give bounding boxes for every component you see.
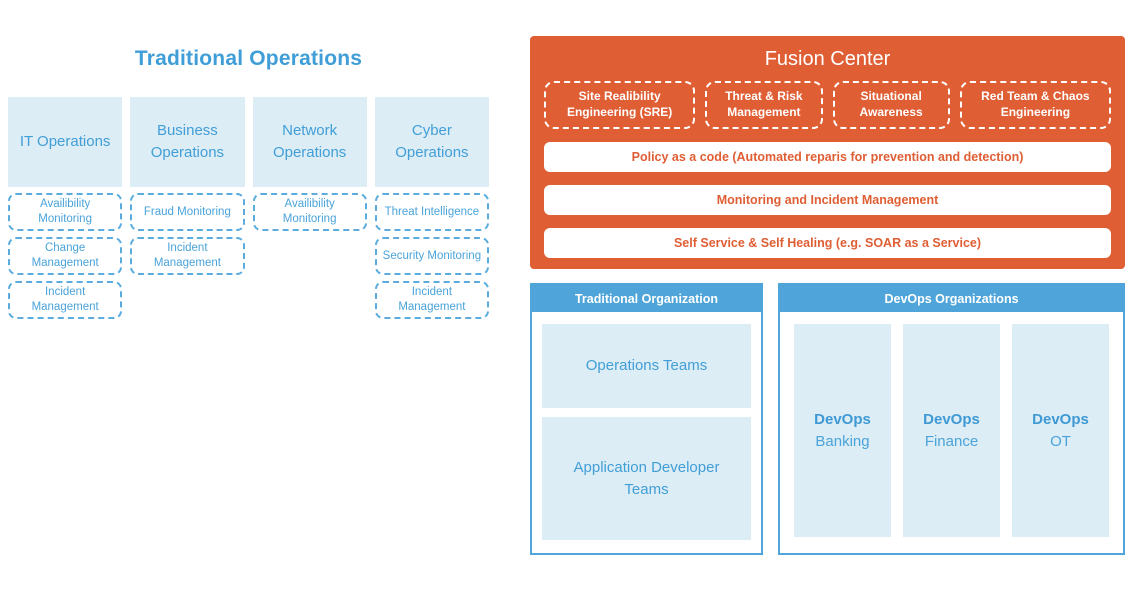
service-bar-policy-as-code: Policy as a code (Automated reparis for … bbox=[544, 142, 1111, 172]
devops-organizations-box: DevOps Organizations DevOps Banking DevO… bbox=[778, 283, 1125, 555]
operations-teams-box: Operations Teams bbox=[542, 324, 751, 408]
devops-organizations-header: DevOps Organizations bbox=[780, 285, 1123, 312]
capability-red-team-chaos: Red Team & Chaos Engineering bbox=[959, 81, 1111, 129]
service-bar-self-service-healing: Self Service & Self Healing (e.g. SOAR a… bbox=[544, 228, 1111, 258]
service-bar-monitoring-incident: Monitoring and Incident Management bbox=[544, 185, 1111, 215]
devops-organizations-body: DevOps Banking DevOps Finance DevOps OT bbox=[780, 312, 1123, 549]
devops-finance-box: DevOps Finance bbox=[903, 324, 1000, 537]
capability-box: Incident Management bbox=[8, 281, 123, 319]
fusion-capabilities-row: Site Realibility Engineering (SRE) Threa… bbox=[544, 81, 1111, 129]
column-header-it-operations: IT Operations bbox=[8, 97, 123, 187]
capability-threat-risk: Threat & Risk Management bbox=[705, 81, 823, 129]
devops-banking-box: DevOps Banking bbox=[794, 324, 891, 537]
devops-ot-label-line2: OT bbox=[1050, 432, 1071, 450]
column-header-cyber-operations: Cyber Operations bbox=[374, 97, 489, 187]
devops-ot-label-line1: DevOps bbox=[1032, 410, 1089, 428]
fusion-center-title: Fusion Center bbox=[764, 48, 891, 70]
organizations-row: Traditional Organization Operations Team… bbox=[530, 283, 1125, 555]
capability-box: Change Management bbox=[8, 237, 123, 275]
devops-ot-box: DevOps OT bbox=[1012, 324, 1109, 537]
capability-situational-awareness: Situational Awareness bbox=[832, 81, 950, 129]
traditional-operations-title: Traditional Operations bbox=[134, 47, 363, 70]
capability-box: Threat Intelligence bbox=[374, 193, 489, 231]
column-it-operations: IT Operations Availibility Monitoring Ch… bbox=[8, 97, 123, 319]
devops-finance-label-line1: DevOps bbox=[923, 410, 980, 428]
capability-box: Security Monitoring bbox=[374, 237, 489, 275]
column-header-business-operations: Business Operations bbox=[130, 97, 245, 187]
capability-box: Incident Management bbox=[130, 237, 245, 275]
column-cyber-operations: Cyber Operations Threat Intelligence Sec… bbox=[374, 97, 489, 319]
devops-finance-label-line2: Finance bbox=[924, 432, 979, 450]
capability-box: Availibility Monitoring bbox=[252, 193, 367, 231]
column-business-operations: Business Operations Fraud Monitoring Inc… bbox=[130, 97, 245, 319]
capability-box: Fraud Monitoring bbox=[130, 193, 245, 231]
fusion-center-section: Fusion Center Site Realibility Engineeri… bbox=[530, 36, 1125, 269]
traditional-operations-section: Traditional Operations IT Operations Ava… bbox=[8, 47, 489, 319]
application-developer-teams-box: Application Developer Teams bbox=[542, 417, 751, 540]
devops-banking-label-line1: DevOps bbox=[814, 410, 871, 428]
column-header-network-operations: Network Operations bbox=[252, 97, 367, 187]
capability-box: Availibility Monitoring bbox=[8, 193, 123, 231]
devops-banking-label-line2: Banking bbox=[815, 432, 870, 450]
operations-columns: IT Operations Availibility Monitoring Ch… bbox=[8, 97, 489, 319]
traditional-organization-box: Traditional Organization Operations Team… bbox=[530, 283, 763, 555]
traditional-organization-header: Traditional Organization bbox=[532, 285, 761, 312]
capability-sre: Site Realibility Engineering (SRE) bbox=[544, 81, 696, 129]
traditional-organization-body: Operations Teams Application Developer T… bbox=[532, 312, 761, 540]
capability-box: Incident Management bbox=[374, 281, 489, 319]
column-network-operations: Network Operations Availibility Monitori… bbox=[252, 97, 367, 319]
